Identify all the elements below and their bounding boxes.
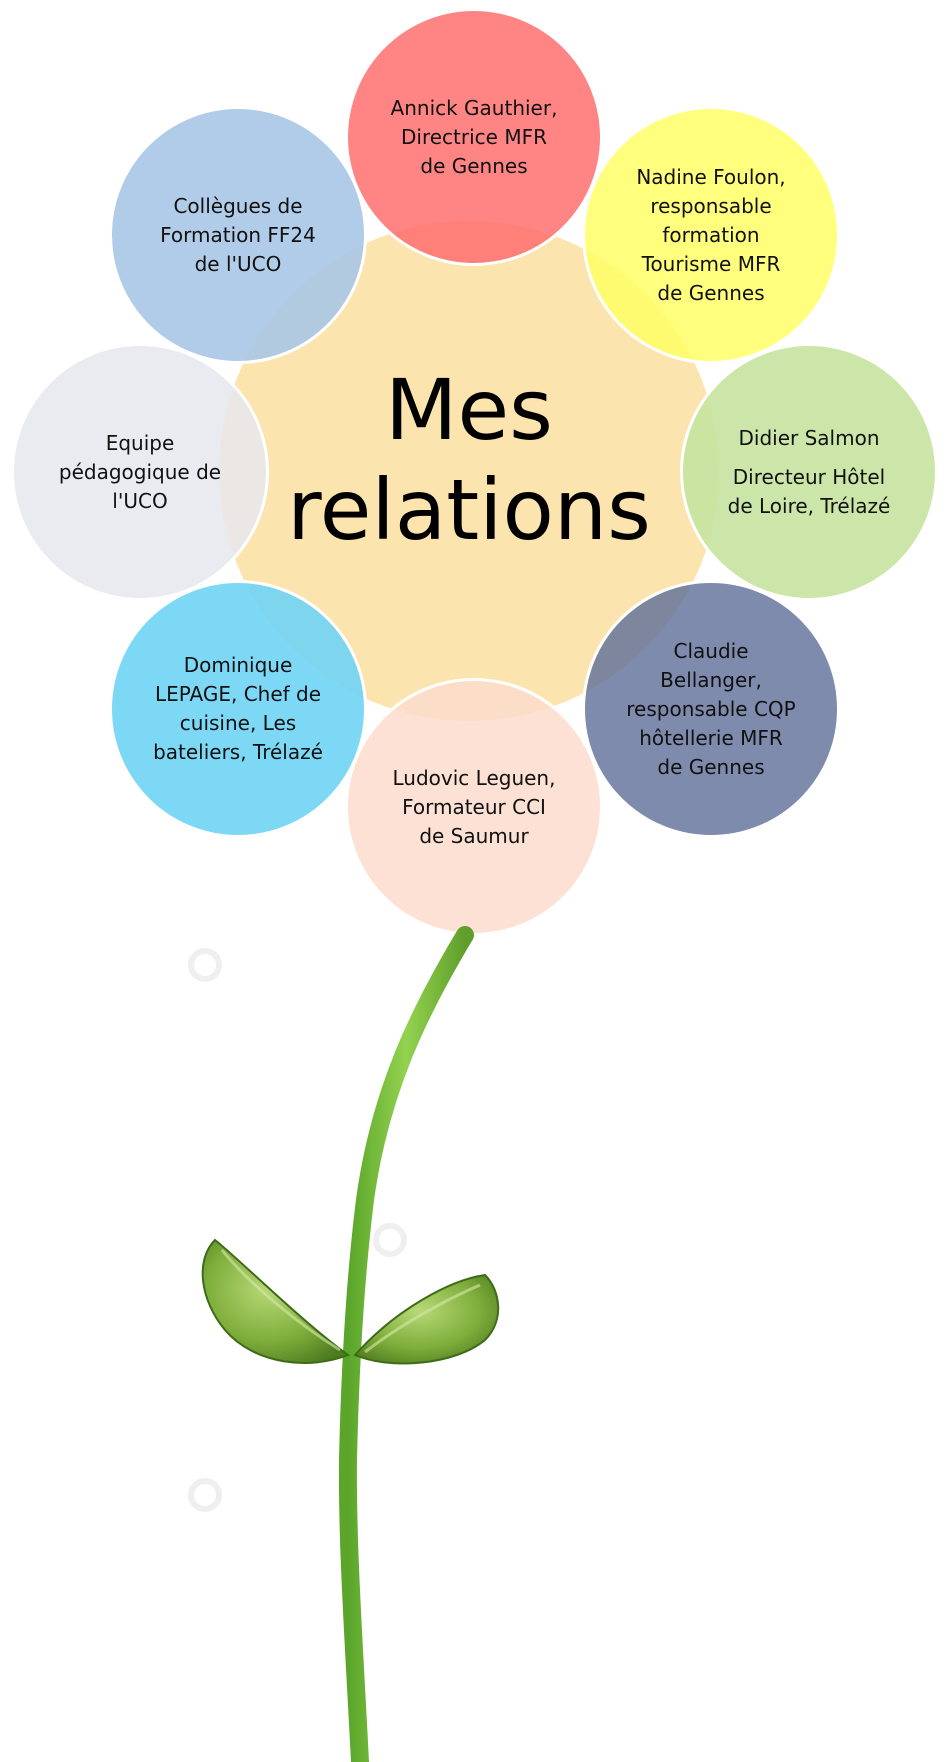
petal-right-text: Didier Salmon Directeur Hôtel de Loire, …	[724, 424, 894, 521]
center-title: Mes relations	[287, 361, 651, 559]
petal-bottom-right: Claudie Bellanger, responsable CQP hôtel…	[582, 580, 840, 838]
petal-bottom-right-label: Claudie Bellanger, responsable CQP hôtel…	[626, 638, 796, 779]
petal-bottom: Ludovic Leguen, Formateur CCI de Saumur	[345, 678, 603, 936]
petal-left-label: Equipe pédagogique de l'UCO	[58, 430, 222, 513]
petal-top-left-label: Collègues de Formation FF24 de l'UCO	[160, 193, 316, 276]
sprout-stem-icon	[188, 926, 500, 1762]
petal-right-role: Directeur Hôtel de Loire, Trélazé	[727, 464, 891, 518]
petal-bottom-label: Ludovic Leguen, Formateur CCI de Saumur	[392, 765, 556, 848]
petal-top: Annick Gauthier, Directrice MFR de Genne…	[345, 8, 603, 266]
petal-left: Equipe pédagogique de l'UCO	[11, 343, 269, 601]
petal-top-left: Collègues de Formation FF24 de l'UCO	[109, 106, 367, 364]
petal-right-name: Didier Salmon	[738, 425, 880, 450]
petal-bottom-left-label: Dominique LEPAGE, Chef de cuisine, Les b…	[153, 653, 323, 764]
petal-top-right: Nadine Foulon, responsable formation Tou…	[582, 106, 840, 364]
petal-top-label: Annick Gauthier, Directrice MFR de Genne…	[390, 95, 558, 178]
watermark-marks	[188, 948, 407, 1512]
petal-bottom-left: Dominique LEPAGE, Chef de cuisine, Les b…	[109, 580, 367, 838]
petal-top-right-label: Nadine Foulon, responsable formation Tou…	[636, 164, 786, 305]
petal-right: Didier Salmon Directeur Hôtel de Loire, …	[680, 343, 938, 601]
